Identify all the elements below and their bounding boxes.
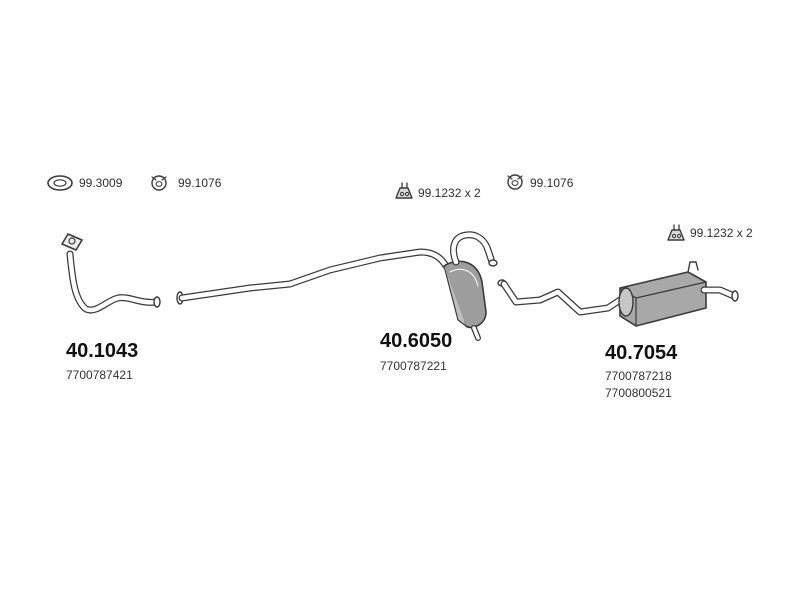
front-pipe-part-number: 40.1043 <box>66 340 139 362</box>
pipe-clamp-icon <box>507 174 523 190</box>
middle-silencer-drawing <box>176 231 498 341</box>
rear-silencer-part-number: 40.7054 <box>605 342 678 364</box>
rear-silencer-oem-number: 7700800521 <box>605 386 672 400</box>
ring-gasket-icon <box>47 175 73 191</box>
gasket-part-number: 99.3009 <box>79 176 123 190</box>
hanger-part-number: 99.1232 x 2 <box>418 186 481 200</box>
rubber-hanger-icon <box>395 182 413 199</box>
front-pipe-oem-number: 7700787421 <box>66 368 133 382</box>
clamp-part-number: 99.1076 <box>530 176 574 190</box>
middle-silencer-part-number: 40.6050 <box>380 330 453 352</box>
hanger-part-number: 99.1232 x 2 <box>690 226 753 240</box>
clamp-part-number: 99.1076 <box>178 176 222 190</box>
rear-silencer-drawing <box>497 261 739 327</box>
pipe-clamp-icon <box>151 175 167 191</box>
middle-silencer-oem-number: 7700787221 <box>380 359 447 373</box>
rear-silencer-oem-number: 7700787218 <box>605 369 672 383</box>
front-pipe-drawing <box>61 233 161 314</box>
rubber-hanger-icon <box>667 224 685 241</box>
